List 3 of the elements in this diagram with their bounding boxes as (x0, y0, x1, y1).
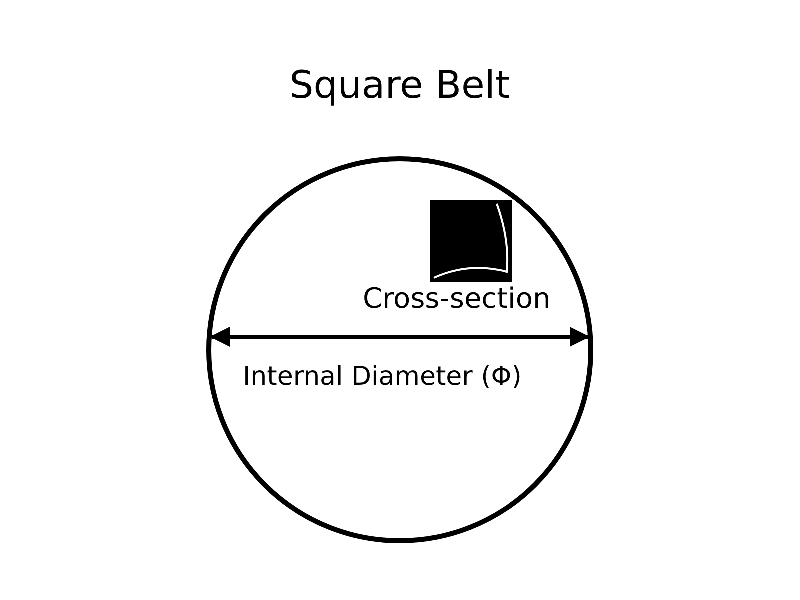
dimension-label: Internal Diameter (Φ) (243, 364, 522, 390)
cross-section-label: Cross-section (363, 285, 551, 313)
title: Square Belt (288, 66, 512, 104)
